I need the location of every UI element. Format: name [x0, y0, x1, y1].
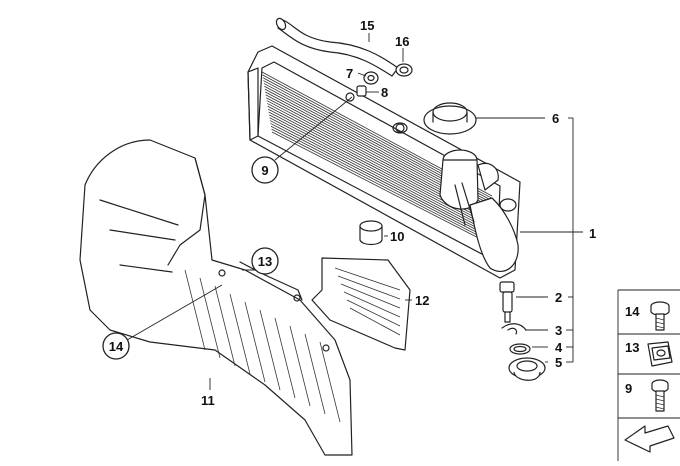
callout-3: 3	[555, 323, 562, 338]
legend-item-14: 14	[625, 301, 670, 331]
svg-text:1: 1	[589, 226, 596, 241]
shroud-slat	[319, 341, 341, 423]
rubber-mount	[359, 220, 383, 246]
svg-text:5: 5	[555, 355, 562, 370]
parts-legend: 14 13 9	[617, 289, 680, 461]
leader-lines	[126, 33, 583, 390]
svg-text:4: 4	[555, 340, 563, 355]
spring-clip	[501, 323, 527, 335]
callout-1: 1	[589, 226, 596, 241]
shroud-slat	[259, 309, 281, 391]
plug	[508, 357, 546, 381]
svg-text:9: 9	[625, 381, 632, 396]
svg-text:14: 14	[109, 339, 124, 354]
temperature-sensor	[499, 281, 515, 323]
hose-clamp	[395, 63, 413, 77]
shroud-slat	[229, 293, 251, 375]
radiator-fin	[269, 117, 500, 238]
svg-text:14: 14	[625, 304, 640, 319]
callout-14: 14	[102, 332, 130, 360]
callout-11: 11	[201, 393, 215, 408]
side-cover	[311, 257, 411, 351]
cover-slat	[349, 307, 401, 336]
svg-text:10: 10	[390, 229, 404, 244]
cover-slat	[346, 299, 401, 327]
svg-text:12: 12	[415, 293, 429, 308]
svg-text:6: 6	[552, 111, 559, 126]
legend-item-9: 9	[625, 379, 669, 412]
callout-4: 4	[555, 340, 563, 355]
shroud-slat	[214, 285, 236, 367]
arrow-icon	[624, 425, 675, 453]
svg-text:13: 13	[258, 254, 272, 269]
svg-text:16: 16	[395, 34, 409, 49]
callout-7: 7	[346, 66, 353, 81]
callout-6: 6	[552, 111, 559, 126]
callout-8: 8	[381, 85, 388, 100]
callout-5: 5	[555, 355, 562, 370]
sleeve	[356, 85, 367, 97]
shroud-slat	[244, 301, 266, 383]
svg-text:11: 11	[201, 393, 215, 408]
svg-text:3: 3	[555, 323, 562, 338]
clip-nut-icon	[647, 341, 673, 367]
radiator-fin	[268, 111, 499, 233]
bolt-icon	[650, 301, 670, 331]
svg-text:9: 9	[261, 163, 268, 178]
callout-16: 16	[395, 34, 409, 49]
radiator-fin	[270, 125, 502, 246]
shroud-slat	[304, 333, 326, 415]
outlet-housing	[439, 149, 519, 273]
cover-slat	[340, 283, 401, 309]
svg-text:8: 8	[381, 85, 388, 100]
callout-9: 9	[251, 156, 279, 184]
cover-slat	[334, 267, 401, 291]
callout-12: 12	[415, 293, 429, 308]
radiator-fin	[269, 120, 501, 241]
grommet	[363, 71, 379, 85]
callout-15: 15	[360, 18, 374, 33]
svg-text:7: 7	[346, 66, 353, 81]
shroud-slat	[184, 269, 206, 351]
radiator-fin	[271, 131, 503, 251]
cover-slat	[337, 275, 401, 300]
radiator-fin	[270, 123, 501, 243]
radiator-fin	[271, 128, 502, 248]
shroud-slat	[289, 325, 311, 407]
svg-text:15: 15	[360, 18, 374, 33]
shroud-slat	[199, 277, 221, 359]
filler-cap	[423, 102, 477, 135]
hose	[275, 17, 399, 77]
legend-item-13: 13	[625, 340, 673, 367]
screw-icon	[651, 379, 669, 412]
radiator-fin	[268, 114, 500, 235]
svg-text:13: 13	[625, 340, 639, 355]
shroud-slat	[274, 317, 296, 399]
svg-text:2: 2	[555, 290, 562, 305]
callout-13: 13	[251, 247, 279, 275]
o-ring	[509, 343, 531, 355]
callout-10: 10	[390, 229, 404, 244]
cover-slat	[343, 291, 401, 318]
radiator-shroud	[79, 139, 353, 456]
callout-2: 2	[555, 290, 562, 305]
